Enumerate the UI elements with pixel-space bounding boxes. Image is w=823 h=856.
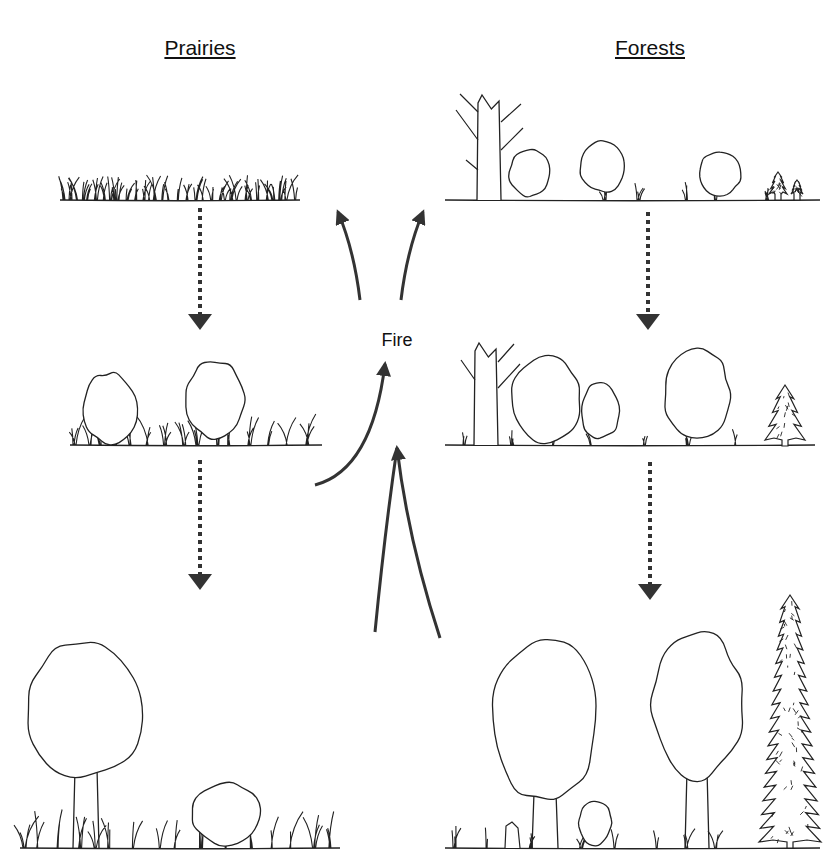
- succession-arrow: [198, 208, 202, 316]
- dead-snag: [474, 343, 498, 445]
- succession-arrow-head: [636, 314, 660, 330]
- conifer-texture: [794, 186, 802, 196]
- succession-arrow: [198, 460, 202, 576]
- grass: [14, 810, 334, 849]
- crown-outline: [28, 642, 143, 777]
- ground-line: [20, 847, 340, 849]
- crown-outline: [665, 348, 731, 438]
- conifer-texture: [771, 601, 808, 843]
- conifer-texture: [771, 179, 784, 195]
- succession-arrow-head: [188, 314, 212, 330]
- conifer: [765, 385, 805, 446]
- crown-outline: [700, 152, 741, 196]
- crown-outline: [512, 355, 580, 443]
- stump: [505, 822, 520, 848]
- fire-arrow: [315, 364, 385, 485]
- conifer-texture: [776, 393, 795, 439]
- fire-arrow: [338, 212, 360, 300]
- succession-arrow: [648, 462, 652, 586]
- succession-arrow: [646, 212, 650, 316]
- conifer: [769, 172, 787, 200]
- fire-arrow: [401, 212, 423, 300]
- process-label: Fire: [379, 329, 416, 352]
- conifer: [791, 180, 803, 200]
- tree-trunk: [532, 793, 558, 848]
- crown-outline: [580, 141, 624, 192]
- crown-outline: [192, 782, 260, 846]
- grass: [59, 175, 298, 200]
- ground-line: [445, 444, 815, 446]
- column-heading: Forests: [615, 36, 685, 60]
- grass: [599, 182, 768, 200]
- crown-outline: [186, 362, 245, 440]
- succession-arrow-head: [638, 584, 662, 600]
- crown-outline: [651, 632, 743, 782]
- fire-arrow: [397, 448, 440, 638]
- fire-arrow: [375, 448, 397, 632]
- crown-outline: [492, 640, 596, 800]
- crown-outline: [509, 150, 550, 197]
- tree-trunk: [73, 768, 99, 848]
- succession-arrow-head: [188, 574, 212, 590]
- ground-line: [445, 847, 820, 849]
- snag-branches: [461, 344, 520, 388]
- dead-snag: [477, 95, 501, 200]
- crown-outline: [582, 383, 620, 439]
- crown-outline: [83, 372, 138, 444]
- crown-outline: [578, 801, 611, 846]
- column-heading: Prairies: [164, 36, 235, 60]
- conifer: [759, 595, 821, 848]
